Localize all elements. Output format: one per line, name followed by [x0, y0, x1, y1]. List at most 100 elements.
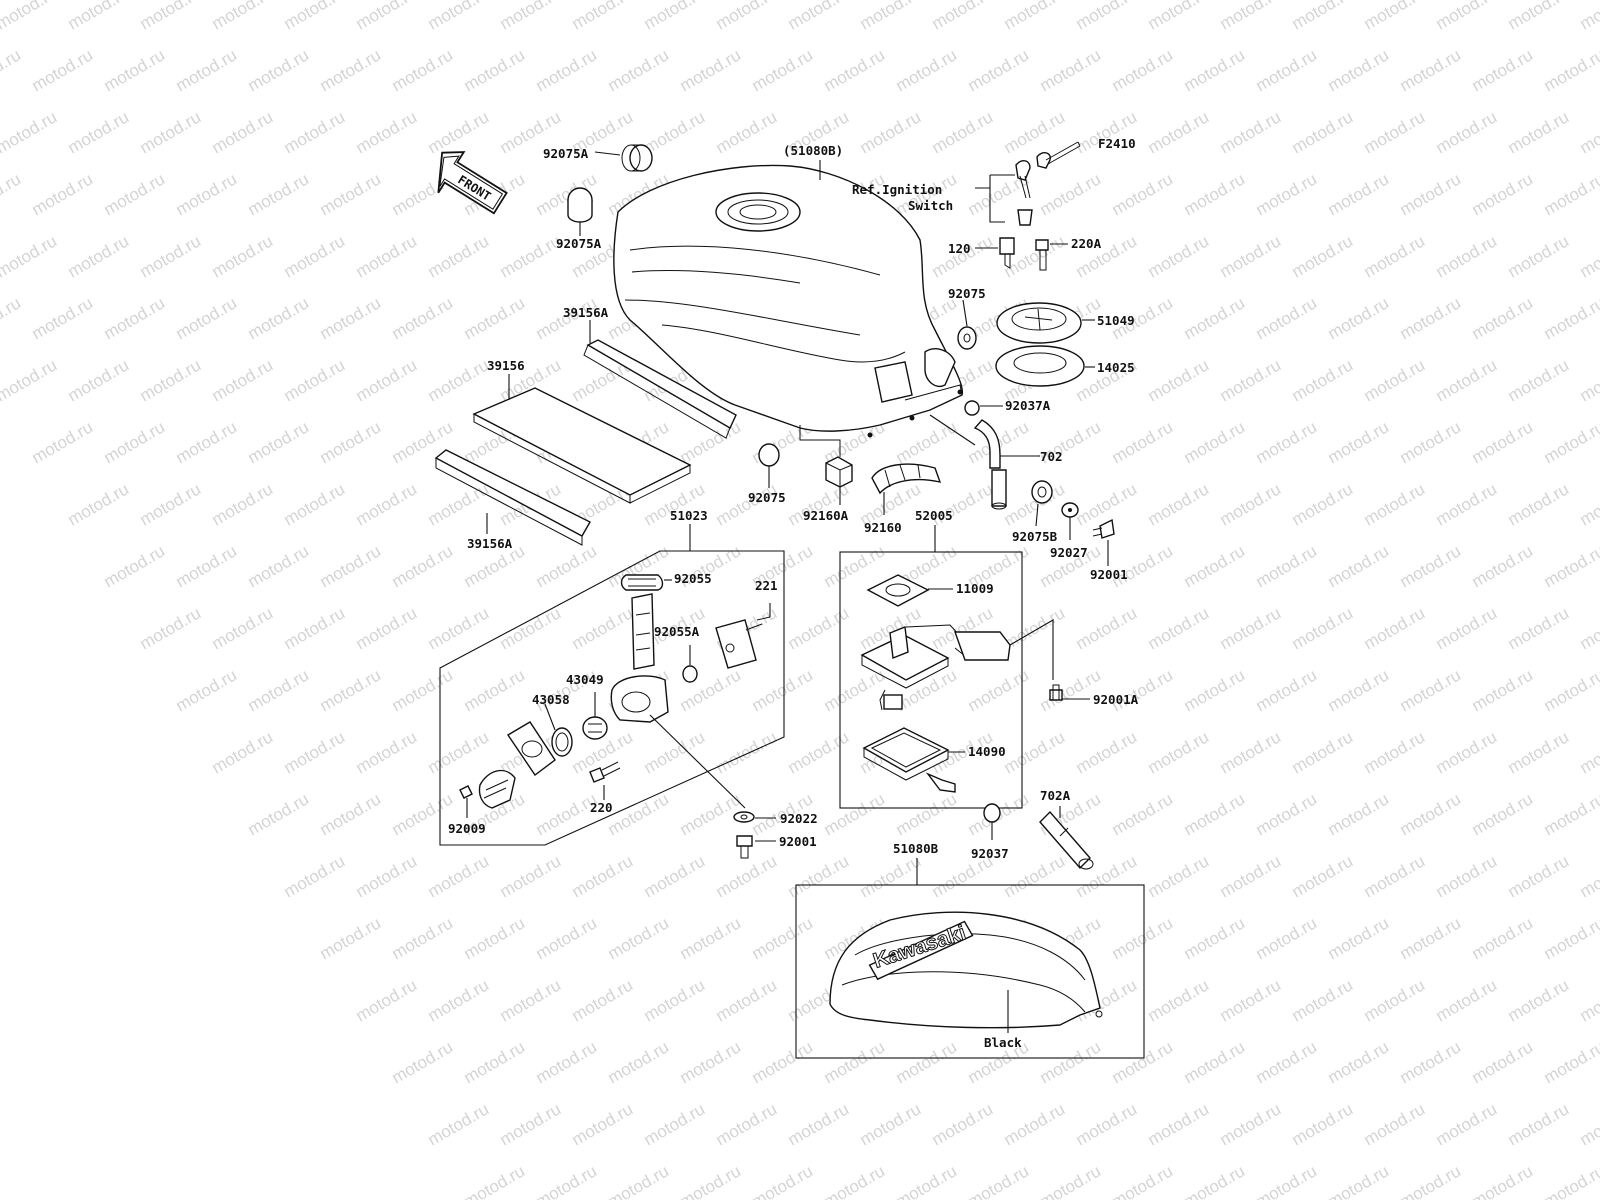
watermark-text: motod.ru — [1289, 851, 1357, 901]
watermark-text: motod.ru — [1253, 169, 1321, 219]
watermark-text: motod.ru — [65, 231, 133, 281]
watermark-text: motod.ru — [1325, 665, 1393, 715]
label-color-black: Black — [984, 1035, 1022, 1050]
watermark-text: motod.ru — [137, 479, 205, 529]
watermark-text: motod.ru — [137, 231, 205, 281]
watermark-text: motod.ru — [1577, 0, 1600, 33]
watermark-text: motod.ru — [0, 45, 24, 95]
label-92022: 92022 — [780, 811, 818, 826]
watermark-text: motod.ru — [1577, 975, 1600, 1025]
watermark-text: motod.ru — [713, 1099, 781, 1149]
watermark-text: motod.ru — [1361, 851, 1429, 901]
watermark-text: motod.ru — [1253, 1037, 1321, 1087]
watermark-text: motod.ru — [1289, 479, 1357, 529]
watermark-text: motod.ru — [1181, 665, 1249, 715]
watermark-text: motod.ru — [1181, 1037, 1249, 1087]
watermark-text: motod.ru — [1253, 293, 1321, 343]
watermark-text: motod.ru — [1325, 417, 1393, 467]
watermark-text: motod.ru — [1361, 107, 1429, 157]
watermark-text: motod.ru — [1433, 975, 1501, 1025]
watermark-text: motod.ru — [641, 107, 709, 157]
label-51049: 51049 — [1097, 313, 1135, 328]
label-92075A-left: 92075A — [556, 236, 602, 251]
watermark-text: motod.ru — [785, 603, 853, 653]
watermark-text: motod.ru — [1253, 1161, 1321, 1200]
watermark-text: motod.ru — [821, 789, 889, 839]
watermark-text: motod.ru — [1037, 1161, 1105, 1200]
part-labels: F2410 92075A (51080B) Ref.Ignition Switc… — [448, 136, 1139, 1050]
watermark-text: motod.ru — [1469, 293, 1537, 343]
watermark-text: motod.ru — [1469, 417, 1537, 467]
watermark-text: motod.ru — [245, 541, 313, 591]
watermark-text: motod.ru — [1505, 1099, 1573, 1149]
watermark-text: motod.ru — [533, 1037, 601, 1087]
watermark-text: motod.ru — [1037, 45, 1105, 95]
watermark-text: motod.ru — [497, 603, 565, 653]
part-92160A — [799, 425, 853, 505]
watermark-text: motod.ru — [137, 0, 205, 33]
label-92001-right: 92001 — [1090, 567, 1128, 582]
watermark-text: motod.ru — [569, 603, 637, 653]
watermark-text: motod.ru — [1361, 0, 1429, 33]
watermark-text: motod.ru — [353, 0, 421, 33]
watermark-text: motod.ru — [353, 479, 421, 529]
watermark-text: motod.ru — [461, 293, 529, 343]
part-92075-cushion — [758, 443, 780, 488]
watermark-text: motod.ru — [1289, 231, 1357, 281]
watermark-text: motod.ru — [1217, 0, 1285, 33]
watermark-text: motod.ru — [1217, 1099, 1285, 1149]
watermark-text: motod.ru — [281, 727, 349, 777]
watermark-text: motod.ru — [641, 975, 709, 1025]
label-92001-bottom: 92001 — [779, 834, 817, 849]
watermark-text: motod.ru — [281, 479, 349, 529]
watermark-text: motod.ru — [173, 169, 241, 219]
watermark-text: motod.ru — [1145, 975, 1213, 1025]
part-220A-bolt — [1035, 239, 1068, 271]
watermark-text: motod.ru — [1109, 1037, 1177, 1087]
watermark-text: motod.ru — [893, 1037, 961, 1087]
watermark-text: motod.ru — [1217, 603, 1285, 653]
watermark-text: motod.ru — [605, 913, 673, 963]
watermark-text: motod.ru — [1217, 975, 1285, 1025]
watermark-text: motod.ru — [1253, 417, 1321, 467]
watermark-text: motod.ru — [1469, 1161, 1537, 1200]
watermark-text: motod.ru — [713, 107, 781, 157]
watermark-text: motod.ru — [317, 665, 385, 715]
watermark-text: motod.ru — [353, 107, 421, 157]
assembly-51080B-box — [795, 858, 1145, 1059]
watermark-text: motod.ru — [1541, 169, 1600, 219]
watermark-text: motod.ru — [1181, 1161, 1249, 1200]
label-52005: 52005 — [915, 508, 953, 523]
label-221: 221 — [755, 578, 778, 593]
watermark-text: motod.ru — [821, 541, 889, 591]
watermark-text: motod.ru — [389, 1037, 457, 1087]
watermark-text: motod.ru — [209, 0, 277, 33]
watermark-text: motod.ru — [929, 0, 997, 33]
watermark-text: motod.ru — [173, 417, 241, 467]
watermark-text: motod.ru — [65, 0, 133, 33]
label-39156A-bottom: 39156A — [467, 536, 513, 551]
watermark-text: motod.ru — [245, 45, 313, 95]
watermark-text: motod.ru — [173, 293, 241, 343]
watermark-text: motod.ru — [569, 975, 637, 1025]
watermark-text: motod.ru — [1541, 913, 1600, 963]
watermark-text: motod.ru — [1397, 913, 1465, 963]
part-702A-hose — [1039, 806, 1094, 870]
watermark-text: motod.ru — [1433, 231, 1501, 281]
watermark-text: motod.ru — [533, 1161, 601, 1200]
watermark-text: motod.ru — [317, 169, 385, 219]
label-220A: 220A — [1071, 236, 1102, 251]
watermark-text: motod.ru — [1469, 45, 1537, 95]
watermark-text: motod.ru — [1469, 169, 1537, 219]
watermark-text: motod.ru — [1433, 1099, 1501, 1149]
label-39156A-top: 39156A — [563, 305, 609, 320]
watermark-text: motod.ru — [1433, 479, 1501, 529]
watermark-text: motod.ru — [1145, 0, 1213, 33]
watermark-text: motod.ru — [1541, 1161, 1600, 1200]
watermark-text: motod.ru — [929, 107, 997, 157]
watermark-text: motod.ru — [1397, 541, 1465, 591]
part-92037A-clamp — [964, 400, 1003, 416]
watermark-text: motod.ru — [1289, 727, 1357, 777]
watermark-text: motod.ru — [317, 541, 385, 591]
